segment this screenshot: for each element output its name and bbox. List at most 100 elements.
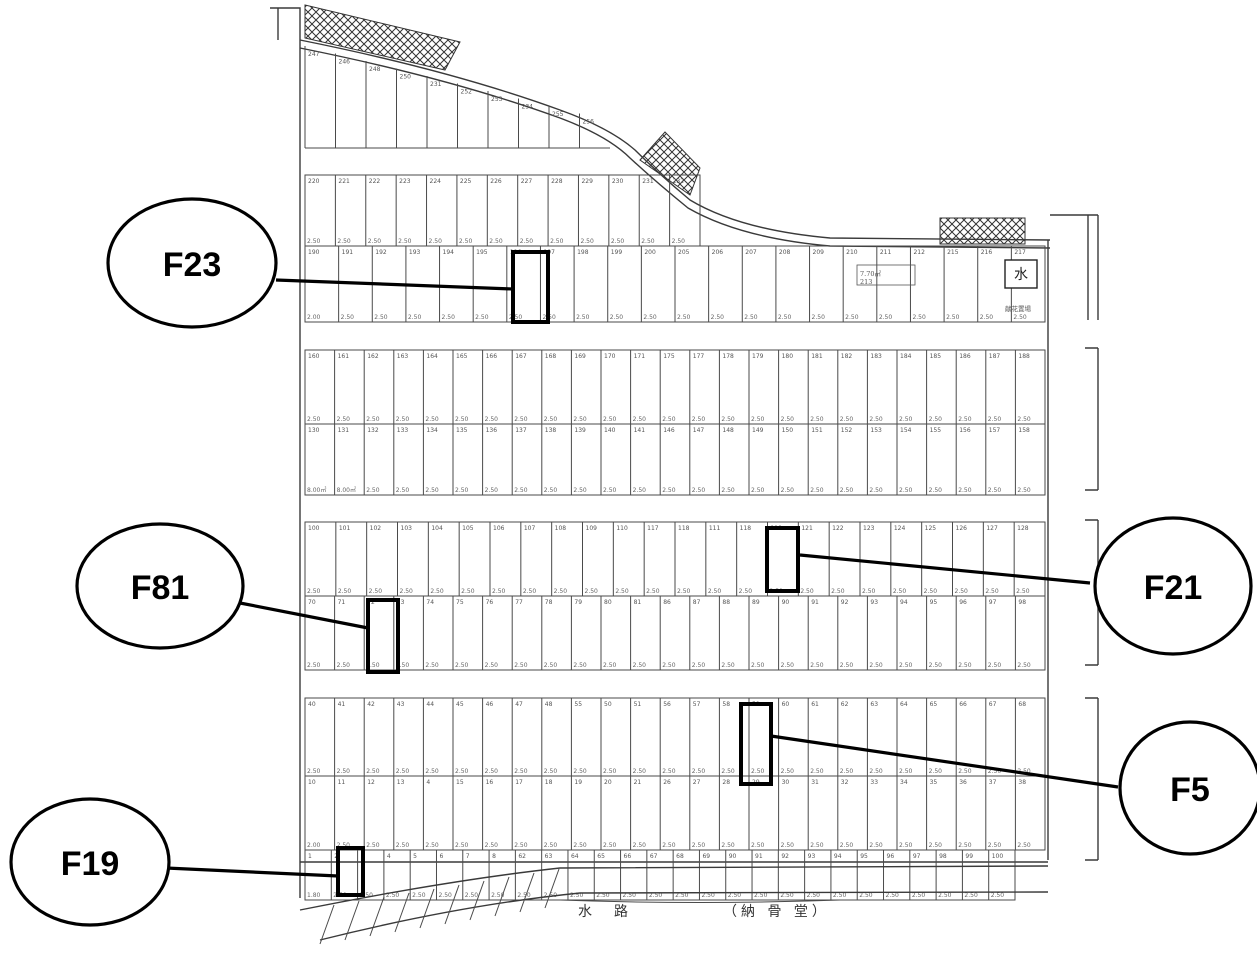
plot-number: 95 — [930, 599, 938, 606]
plot-number: 163 — [397, 353, 409, 360]
plot-number: 91 — [811, 599, 819, 606]
plot-number: 66 — [624, 853, 632, 860]
plot-width: 2.50 — [692, 487, 706, 494]
plot-number: 91 — [755, 853, 763, 860]
plot-width: 2.50 — [899, 416, 913, 423]
plot-width: 2.50 — [807, 892, 821, 899]
plot-number: 96 — [959, 599, 967, 606]
plot-number: 21 — [634, 779, 642, 786]
plot-width: 2.50 — [912, 314, 926, 321]
plot-width: 2.50 — [899, 842, 913, 849]
plot-number: 98 — [1018, 599, 1026, 606]
plot-number: 182 — [841, 353, 853, 360]
plot-number: 149 — [752, 427, 764, 434]
plot-number: 48 — [545, 701, 553, 708]
plot-number: 216 — [981, 249, 993, 256]
plot-number: 169 — [574, 353, 586, 360]
plot-width: 2.50 — [810, 487, 824, 494]
plot-width: 2.50 — [751, 662, 765, 669]
plot-number: 94 — [900, 599, 908, 606]
plot-width: 2.50 — [988, 842, 1002, 849]
plot-width: 2.50 — [485, 768, 499, 775]
plot-width: 2.50 — [980, 314, 994, 321]
plot-width: 2.50 — [623, 892, 637, 899]
marker-f5 — [739, 702, 773, 786]
plot-number: 103 — [401, 525, 413, 532]
plot-number: 32 — [841, 779, 849, 786]
plot-number: 42 — [367, 701, 375, 708]
highlight-markers — [336, 250, 800, 897]
plot-width: 2.50 — [692, 842, 706, 849]
plot-number: 126 — [956, 525, 968, 532]
plot-number: 209 — [813, 249, 825, 256]
plot-width: 2.50 — [544, 416, 558, 423]
plot-number: 100 — [992, 853, 1004, 860]
plot-number: 230 — [612, 178, 624, 185]
area-213-value: 7.70㎡ — [860, 269, 881, 278]
plot-width: 2.50 — [751, 416, 765, 423]
plot-number: 15 — [456, 779, 464, 786]
plot-width: 2.50 — [337, 662, 351, 669]
plot-number: 185 — [930, 353, 942, 360]
plot-number: 212 — [913, 249, 925, 256]
plot-width: 2.50 — [721, 768, 735, 775]
plot-number: 89 — [752, 599, 760, 606]
plot-number: 33 — [870, 779, 878, 786]
plot-number: 109 — [586, 525, 598, 532]
plot-number: 44 — [426, 701, 434, 708]
plot-number: 234 — [522, 104, 534, 111]
plot-width: 2.50 — [840, 416, 854, 423]
plot-width: 2.50 — [869, 416, 883, 423]
flower-place-label: 献花置場 — [1005, 304, 1032, 313]
plot-width: 2.50 — [337, 842, 351, 849]
plot-width: 2.50 — [751, 842, 765, 849]
plot-width: 2.50 — [662, 842, 676, 849]
plot-width: 2.50 — [337, 238, 351, 245]
plot-width: 2.50 — [778, 314, 792, 321]
plot-width: 2.50 — [781, 768, 795, 775]
plot-width: 2.50 — [603, 416, 617, 423]
plot-number: 124 — [894, 525, 906, 532]
plot-width: 2.50 — [603, 768, 617, 775]
plot-width: 2.50 — [721, 662, 735, 669]
plot-number: 220 — [308, 178, 320, 185]
plot-number: 166 — [486, 353, 498, 360]
plot-number: 37 — [989, 779, 997, 786]
plot-width: 2.50 — [603, 487, 617, 494]
plot-width: 2.50 — [1013, 314, 1027, 321]
plot-width: 2.50 — [544, 842, 558, 849]
plot-width: 2.50 — [517, 892, 531, 899]
plot-number: 184 — [900, 353, 912, 360]
plot-width: 2.50 — [455, 842, 469, 849]
plot-width: 2.50 — [840, 662, 854, 669]
plot-number: 167 — [515, 353, 527, 360]
plot-width: 2.50 — [603, 662, 617, 669]
plot-number: 229 — [581, 178, 593, 185]
plot-width: 2.50 — [1017, 416, 1031, 423]
plot-number: 5 — [413, 853, 417, 860]
plot-number: 105 — [462, 525, 474, 532]
plot-number: 81 — [634, 599, 642, 606]
plot-number: 210 — [846, 249, 858, 256]
plot-number: 226 — [490, 178, 502, 185]
plot-width: 2.50 — [603, 842, 617, 849]
plot-width: 2.50 — [475, 314, 489, 321]
plot-number: 45 — [456, 701, 464, 708]
plot-number: 215 — [947, 249, 959, 256]
plot-number: 4 — [387, 853, 391, 860]
plot-number: 191 — [342, 249, 354, 256]
plot-width: 2.50 — [573, 662, 587, 669]
plot-width: 2.50 — [523, 588, 537, 595]
plot-number: 57 — [693, 701, 701, 708]
plot-width: 2.50 — [544, 487, 558, 494]
plot-number: 155 — [930, 427, 942, 434]
plot-number: 64 — [900, 701, 908, 708]
plot-number: 92 — [781, 853, 789, 860]
plot-number: 61 — [811, 701, 819, 708]
plot-number: 187 — [989, 353, 1001, 360]
callout-f19-label: F19 — [61, 845, 120, 883]
plot-number: 95 — [860, 853, 868, 860]
plot-number: 252 — [461, 89, 473, 96]
plot-number: 79 — [574, 599, 582, 606]
